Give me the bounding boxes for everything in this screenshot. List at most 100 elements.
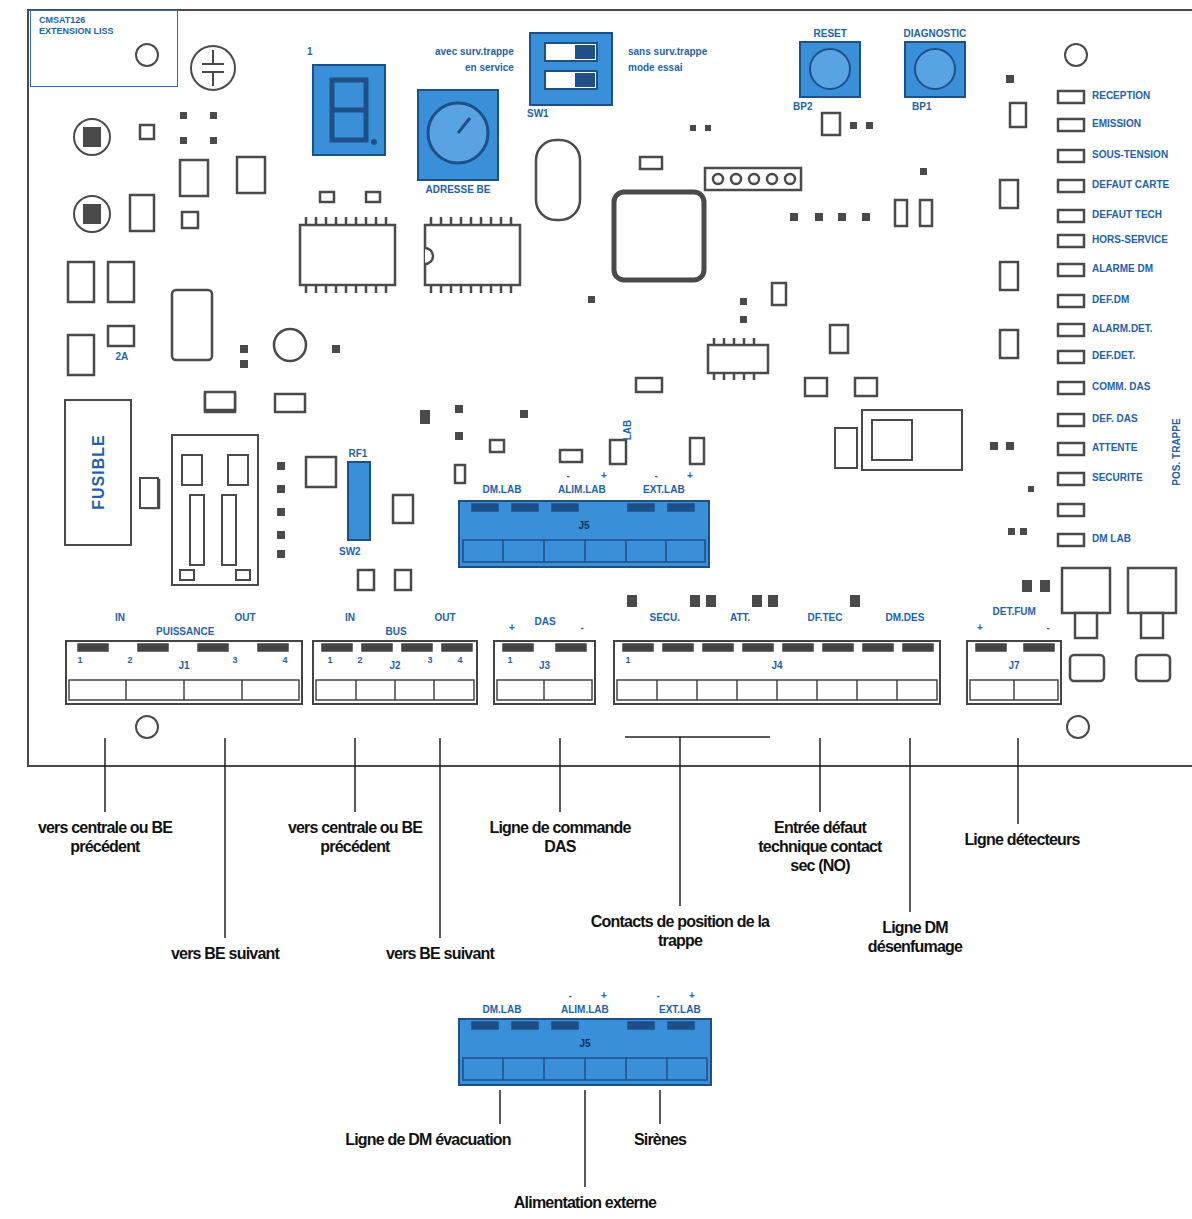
small-pad-part xyxy=(420,410,430,424)
board-marking: mode essai xyxy=(628,62,682,74)
push-button-part xyxy=(905,42,965,97)
board-marking: - xyxy=(655,470,658,482)
board-marking: avec surv.trappe xyxy=(435,46,514,58)
board-marking: POS. TRAPPE xyxy=(1170,418,1182,485)
terminal-block-detail-part xyxy=(1013,680,1015,700)
smd-component-part xyxy=(690,438,704,464)
board-marking: COMM. DAS xyxy=(1092,381,1150,393)
board-marking: DEFAUT CARTE xyxy=(1092,179,1169,191)
fuse-holder xyxy=(65,400,158,545)
callout-label: Ligne de commande DAS xyxy=(485,818,635,856)
small-pad-part xyxy=(862,213,870,221)
small-pad-part xyxy=(740,298,747,305)
leader-line-part xyxy=(625,736,770,738)
board-marking: OUT xyxy=(235,612,256,624)
smd-component-part xyxy=(822,113,840,135)
board-marking: DET.FUM xyxy=(993,606,1036,618)
terminal-block-blue xyxy=(458,500,712,1086)
led-indicator-part xyxy=(1058,504,1084,516)
board-marking: RECEPTION xyxy=(1092,90,1150,102)
small-pad-part xyxy=(277,462,285,470)
terminal-block-detail-part xyxy=(703,644,733,651)
board-marking: ATTENTE xyxy=(1092,442,1137,454)
callout-label: Ligne DM désenfumage xyxy=(845,918,985,956)
callout-label: Contacts de position de la trappe xyxy=(590,912,770,950)
crystal-symbol-part xyxy=(274,329,306,361)
led-indicator-part xyxy=(1058,119,1084,131)
pin-number: 1 xyxy=(626,655,631,666)
board-marking: BUS xyxy=(386,626,407,638)
leader-line-part xyxy=(679,737,681,906)
smd-component-part xyxy=(610,440,626,464)
pin-number: 4 xyxy=(458,655,463,666)
smd-component-part xyxy=(140,125,154,139)
capacitor-symbol-part xyxy=(212,72,214,86)
pin-number: 2 xyxy=(128,655,133,666)
board-marking: sans surv.trappe xyxy=(628,46,707,58)
pcb-outline-part xyxy=(28,10,1192,766)
fuse-holder-part xyxy=(65,400,131,545)
relay-symbol-part xyxy=(872,420,912,460)
board-marking: - xyxy=(1047,622,1050,634)
capacitor-symbol xyxy=(74,46,235,232)
module-label-box: CMSAT126EXTENSION LISS xyxy=(30,10,178,87)
terminal-block-blue-part-part xyxy=(463,540,705,562)
small-pad-part xyxy=(920,168,927,175)
terminal-block-detail-part xyxy=(402,644,432,651)
capacitor-symbol-part xyxy=(74,119,110,155)
smd-component-part xyxy=(1000,330,1018,358)
terminal-block-detail-part xyxy=(657,680,897,700)
integrated-circuit-part xyxy=(713,174,723,184)
small-pad-part xyxy=(240,345,248,353)
led-indicator-part xyxy=(1058,443,1084,455)
board-marking: + xyxy=(689,990,695,1002)
board-marking: ALIM.LAB xyxy=(561,1004,609,1016)
led-indicator-part xyxy=(1058,382,1084,394)
terminal-block-detail-part xyxy=(663,644,693,651)
led-indicator-part xyxy=(1058,351,1084,363)
push-button-part xyxy=(810,49,850,89)
small-pad-part xyxy=(332,345,340,353)
board-marking: SOUS-TENSION xyxy=(1092,149,1168,161)
smd-component-part xyxy=(182,212,198,228)
relay-symbol-part xyxy=(862,410,962,470)
small-pad-part xyxy=(277,550,285,558)
pin-number: 4 xyxy=(283,655,288,666)
smd-component-part xyxy=(320,192,334,202)
pin-number: 1 xyxy=(328,655,333,666)
fuse-holder-part xyxy=(140,478,158,508)
smd-component-part xyxy=(1000,180,1018,208)
integrated-circuit-part xyxy=(306,217,386,293)
node-text: J7 xyxy=(1008,660,1019,672)
board-marking: IN xyxy=(115,612,125,624)
terminal-block-detail-part xyxy=(503,644,533,651)
smd-component-part xyxy=(108,262,134,302)
terminal-block-detail-part xyxy=(316,680,474,700)
terminal-block: J4 xyxy=(613,640,941,705)
smd-component-part xyxy=(560,450,582,462)
node-text: J5 xyxy=(579,1038,590,1050)
terminal-block-detail-part xyxy=(258,644,288,651)
led-indicator-part xyxy=(1058,473,1084,485)
led-indicator-part xyxy=(1058,414,1084,426)
smd-component-part xyxy=(830,325,848,353)
regulator-symbol-part xyxy=(1128,568,1176,613)
terminal-block-blue-part-part xyxy=(668,504,694,511)
terminal-block-blue-part-part xyxy=(552,1022,578,1029)
rotary-switch-part xyxy=(428,103,488,163)
board-marking: PUISSANCE xyxy=(156,626,214,638)
terminal-block-blue-part-part xyxy=(512,1022,538,1029)
callout-label: vers centrale ou BE précédent xyxy=(30,818,180,856)
terminal-block-detail-part xyxy=(543,680,545,700)
integrated-circuit-part xyxy=(705,168,801,190)
seven-segment-display xyxy=(313,65,385,155)
small-pad-part xyxy=(866,122,873,129)
terminal-block: J1 xyxy=(65,640,303,705)
board-marking: DM.LAB xyxy=(483,1004,522,1016)
terminal-block: J3 xyxy=(493,640,596,705)
node-text: J2 xyxy=(389,660,400,672)
callout-label: vers BE suivant xyxy=(145,944,305,963)
terminal-block-detail-part xyxy=(442,644,472,651)
board-marking: - xyxy=(657,990,660,1002)
smd-component-part xyxy=(920,200,932,226)
